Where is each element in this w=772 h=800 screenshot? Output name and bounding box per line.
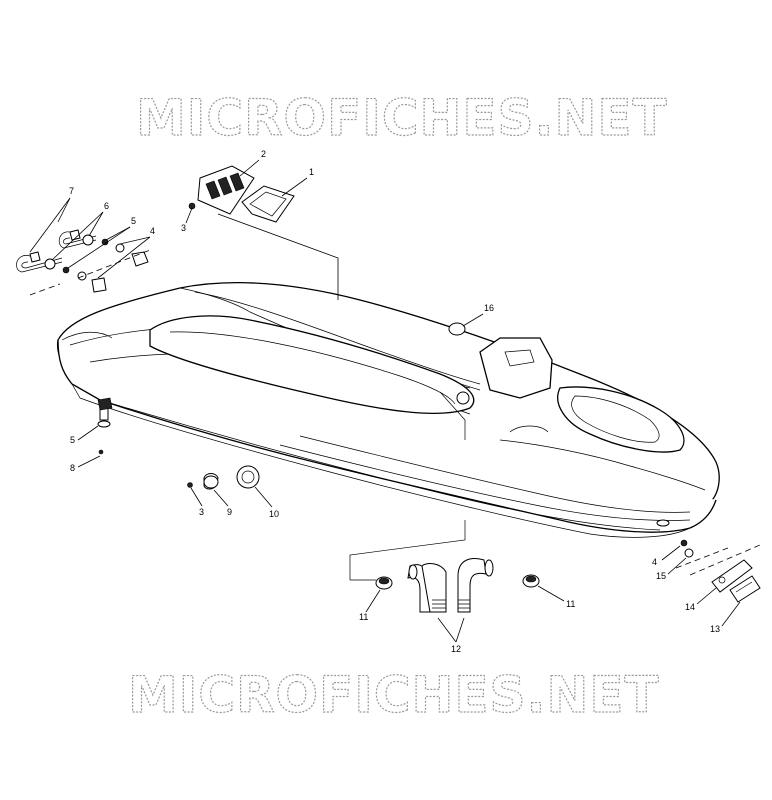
vent-assembly xyxy=(188,165,339,300)
callout-12: 12 xyxy=(451,644,461,654)
o-ring xyxy=(448,322,466,336)
callout-6: 6 xyxy=(104,201,109,211)
callout-7: 7 xyxy=(69,186,74,196)
drain-plug xyxy=(97,397,113,455)
callout-16: 16 xyxy=(484,303,494,313)
callout-4-top: 4 xyxy=(150,226,155,236)
drain-hose-assembly xyxy=(16,229,151,296)
watercraft-hull xyxy=(57,281,720,580)
callout-11-right: 11 xyxy=(566,599,575,609)
callout-8: 8 xyxy=(70,463,75,473)
bow-eye-assembly xyxy=(675,539,761,603)
callout-10: 10 xyxy=(269,509,279,519)
callout-3-side: 3 xyxy=(199,507,204,517)
callout-5-left: 5 xyxy=(70,435,75,445)
elbow-ducts xyxy=(350,558,540,613)
callout-1: 1 xyxy=(309,167,314,177)
watermark-bottom: MICROFICHES.NET xyxy=(128,666,660,724)
callout-3-top: 3 xyxy=(181,223,186,233)
callout-5-top: 5 xyxy=(131,216,136,226)
callout-13: 13 xyxy=(710,624,720,634)
callout-14: 14 xyxy=(685,602,695,612)
callout-2: 2 xyxy=(261,149,266,159)
callout-15: 15 xyxy=(656,571,666,581)
watermark-top: MICROFICHES.NET xyxy=(136,89,668,147)
callout-11-left: 11 xyxy=(359,612,368,622)
callout-9: 9 xyxy=(227,507,232,517)
side-fittings xyxy=(187,465,260,490)
callout-4-right: 4 xyxy=(652,557,657,567)
